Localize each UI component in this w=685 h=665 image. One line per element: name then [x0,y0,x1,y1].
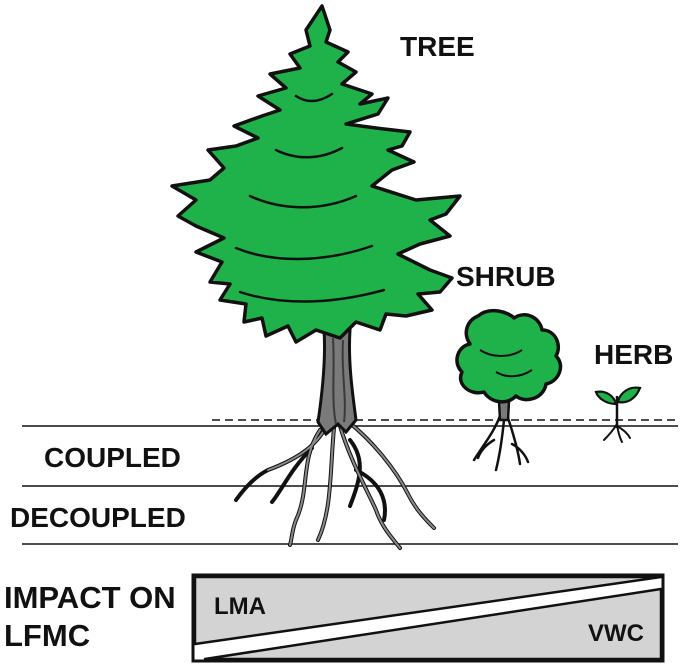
herb-label: HERB [594,339,673,370]
herb-illustration [594,386,642,443]
herb-roots [603,423,631,443]
decoupled-label: DECOUPLED [10,502,186,533]
tree-trunk [316,328,358,437]
tree-roots [234,418,436,550]
herb-leaf-right [616,386,642,404]
lma-wedge [193,575,663,646]
impact-label-line1: IMPACT ON [4,580,176,615]
shrub-label: SHRUB [456,261,556,292]
shrub-illustration [455,308,563,472]
shrub-roots [472,414,530,472]
tree-illustration [170,4,462,550]
impact-wedges [191,573,665,663]
herb-leaf-left [594,390,618,406]
lma-label: LMA [214,593,266,620]
tree-label: TREE [400,31,475,62]
vwc-wedge [203,587,663,661]
tree-crown [170,4,462,344]
shrub-crown-detail [479,349,533,378]
vwc-label: VWC [588,620,644,647]
tree-trunk-texture [332,337,346,425]
coupled-label: COUPLED [44,442,181,473]
impact-label-line2: LFMC [4,618,90,653]
tree-crown-detail [234,92,386,303]
